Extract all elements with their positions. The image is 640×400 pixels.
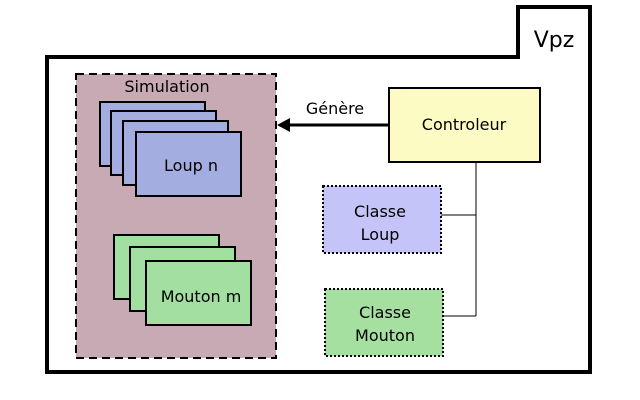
vpz-label: Vpz <box>534 28 575 53</box>
class-wolf-label-line1: Classe <box>354 202 406 221</box>
sheep-card-front <box>145 260 252 326</box>
generate-arrow-head <box>277 118 290 132</box>
wolf-stack-label: Loup n <box>164 156 218 175</box>
class-sheep-label-line1: Classe <box>359 303 411 322</box>
wolf-card-front <box>135 131 242 197</box>
controller-box <box>388 87 541 163</box>
class-wolf-label-line2: Loup <box>361 225 400 244</box>
sheep-stack-label: Mouton m <box>161 287 242 306</box>
wolf-stack: Loup n <box>99 101 242 197</box>
class-sheep-label-line2: Mouton <box>355 326 415 345</box>
generate-arrow-label: Génère <box>306 99 364 118</box>
class-wolf-box <box>322 185 442 254</box>
sheep-stack: Mouton m <box>113 234 252 326</box>
simulation-label: Simulation <box>124 77 209 96</box>
class-sheep-box <box>324 288 444 357</box>
controller-label: Controleur <box>422 115 507 134</box>
